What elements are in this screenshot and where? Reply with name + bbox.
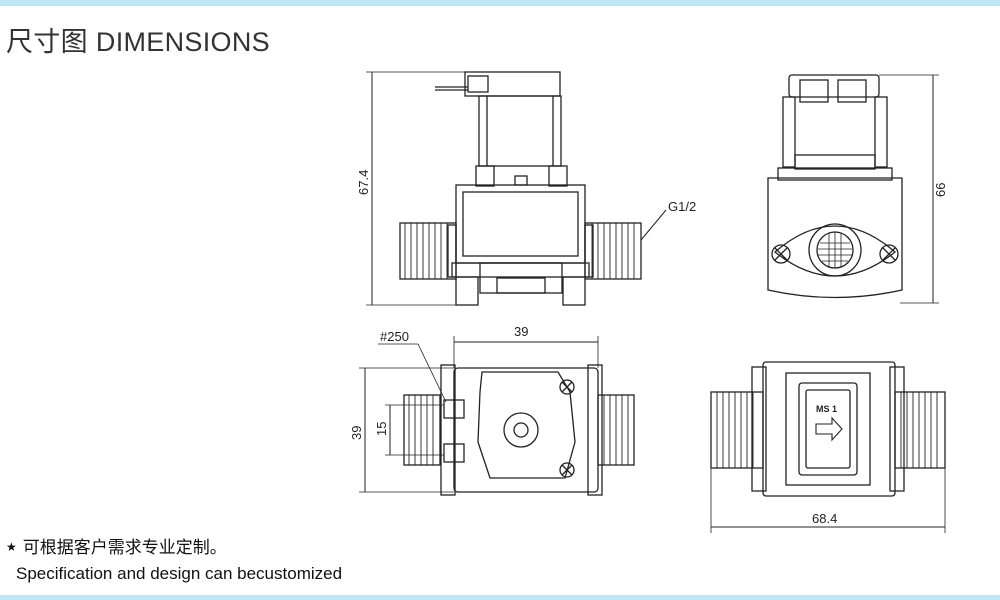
star-icon: ★: [6, 540, 17, 554]
arrow-label: MS 1: [816, 404, 837, 414]
pitch-label: 15: [374, 422, 389, 436]
top-width-label: 39: [514, 324, 528, 339]
bottom-accent-bar: [0, 595, 1000, 600]
wire-label: #250: [380, 329, 409, 344]
top-view: [359, 336, 635, 496]
front-view: [366, 71, 667, 306]
title-chinese: 尺寸图: [6, 27, 88, 57]
bottom-length-label: 68.4: [812, 511, 837, 526]
top-height-label: 39: [349, 426, 364, 440]
side-height-label: 66: [933, 183, 948, 197]
note-english: Specification and design can becustomize…: [16, 564, 343, 583]
side-view: [767, 74, 939, 304]
note-chinese: 可根据客户需求专业定制。: [22, 538, 227, 557]
front-height-label: 67.4: [356, 170, 371, 195]
customization-note: ★ 可根据客户需求专业定制。 Specification and design c…: [6, 534, 342, 587]
bottom-view: [710, 361, 946, 533]
top-accent-bar: [0, 0, 1000, 6]
title-english: DIMENSIONS: [95, 27, 270, 57]
thread-label: G1/2: [668, 199, 696, 214]
